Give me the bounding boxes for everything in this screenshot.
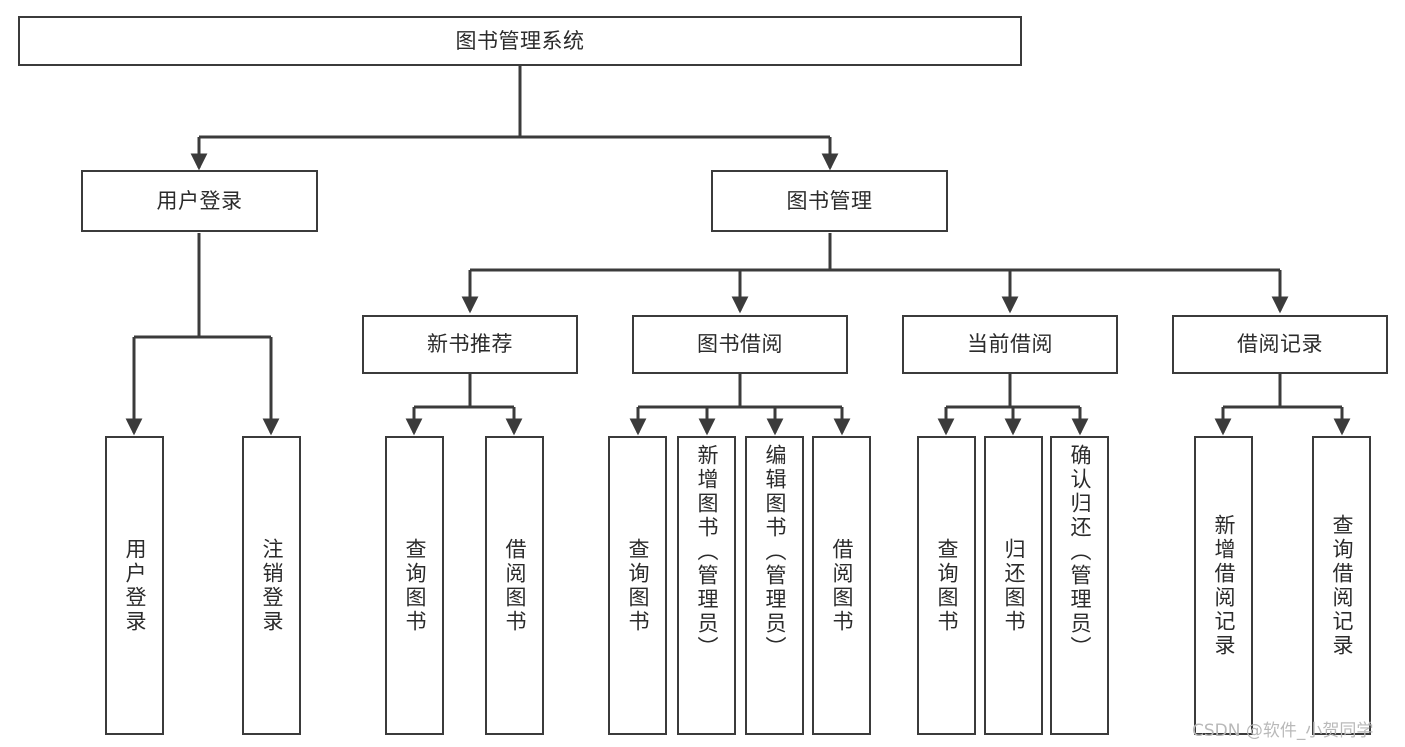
leaf-current-return-book[interactable]: 归还图书	[984, 436, 1043, 735]
node-label: 新增图书（管理员）	[695, 444, 719, 660]
node-label: 编辑图书（管理员）	[763, 444, 787, 660]
node-label: 用户登录	[156, 188, 243, 213]
node-label: 借阅记录	[1237, 332, 1323, 357]
node-label: 当前借阅	[967, 332, 1053, 357]
node-label: 注销登录	[260, 537, 284, 634]
node-label: 借阅图书	[503, 537, 527, 634]
leaf-borrow-edit-book-admin[interactable]: 编辑图书（管理员）	[745, 436, 804, 735]
node-label: 图书借阅	[697, 332, 783, 357]
node-book-borrowing[interactable]: 图书借阅	[632, 315, 848, 374]
leaf-new-book-borrow-book[interactable]: 借阅图书	[485, 436, 544, 735]
node-label: 图书管理	[786, 188, 873, 213]
leaf-current-confirm-return-admin[interactable]: 确认归还（管理员）	[1050, 436, 1109, 735]
node-label: 归还图书	[1002, 537, 1026, 634]
node-book-management[interactable]: 图书管理	[711, 170, 948, 232]
node-label: 查询借阅记录	[1330, 513, 1354, 658]
leaf-borrow-add-book-admin[interactable]: 新增图书（管理员）	[677, 436, 736, 735]
node-label: 查询图书	[403, 537, 427, 634]
node-label: 查询图书	[626, 537, 650, 634]
node-label: 图书管理系统	[455, 28, 585, 53]
node-current-borrowing[interactable]: 当前借阅	[902, 315, 1118, 374]
node-borrowing-records[interactable]: 借阅记录	[1172, 315, 1388, 374]
leaf-new-book-query-book[interactable]: 查询图书	[385, 436, 444, 735]
node-user-login[interactable]: 用户登录	[81, 170, 318, 232]
leaf-borrow-borrow-book[interactable]: 借阅图书	[812, 436, 871, 735]
leaf-current-query-book[interactable]: 查询图书	[917, 436, 976, 735]
node-new-book-recommendation[interactable]: 新书推荐	[362, 315, 578, 374]
leaf-user-login-logout[interactable]: 注销登录	[242, 436, 301, 735]
node-root-book-management-system[interactable]: 图书管理系统	[18, 16, 1022, 66]
node-label: 确认归还（管理员）	[1068, 444, 1092, 660]
node-label: 借阅图书	[830, 537, 854, 634]
leaf-user-login-login[interactable]: 用户登录	[105, 436, 164, 735]
leaf-records-add-record[interactable]: 新增借阅记录	[1194, 436, 1253, 735]
leaf-records-query-record[interactable]: 查询借阅记录	[1312, 436, 1371, 735]
csdn-watermark: CSDN @软件_小贺同学	[1192, 721, 1374, 741]
node-label: 新书推荐	[427, 332, 513, 357]
node-label: 用户登录	[123, 537, 147, 634]
node-label: 查询图书	[935, 537, 959, 634]
node-label: 新增借阅记录	[1212, 513, 1236, 658]
leaf-borrow-query-book[interactable]: 查询图书	[608, 436, 667, 735]
